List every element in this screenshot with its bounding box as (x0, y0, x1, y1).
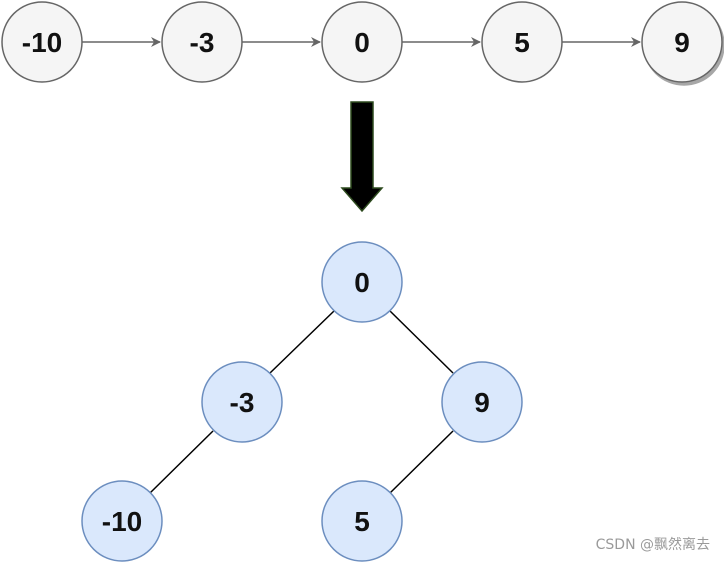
tree-node-label: -10 (102, 506, 142, 537)
tree-edge (149, 430, 214, 494)
list-node: -10 (1, 1, 83, 83)
list-node: 0 (321, 1, 403, 83)
list-node: 5 (481, 1, 563, 83)
list-node-label: 0 (354, 27, 370, 58)
tree-edge (269, 310, 335, 374)
list-node-label: -3 (190, 27, 215, 58)
tree-node-label: 0 (354, 267, 370, 298)
tree-node-left-left: -10 (81, 480, 163, 562)
tree: 0 -3 9 -10 5 (81, 241, 523, 562)
list-node: -3 (161, 1, 243, 83)
tree-node-left: -3 (201, 361, 283, 443)
list-node: 9 (641, 1, 723, 83)
tree-node-right-left: 5 (321, 480, 403, 562)
tree-node-label: 5 (354, 506, 370, 537)
tree-node-root: 0 (321, 241, 403, 323)
tree-edge (389, 430, 454, 494)
transform-arrow (340, 101, 384, 213)
list-node-label: 9 (674, 27, 690, 58)
tree-node-label: -3 (230, 387, 255, 418)
linked-list: -10 -3 0 5 9 (1, 1, 723, 83)
watermark: CSDN @飘然离去 (595, 537, 710, 553)
tree-node-label: 9 (474, 387, 490, 418)
list-node-label: 5 (514, 27, 530, 58)
list-node-label: -10 (22, 27, 62, 58)
tree-edge (389, 310, 454, 374)
tree-node-right: 9 (441, 361, 523, 443)
tree-edges (149, 310, 454, 494)
